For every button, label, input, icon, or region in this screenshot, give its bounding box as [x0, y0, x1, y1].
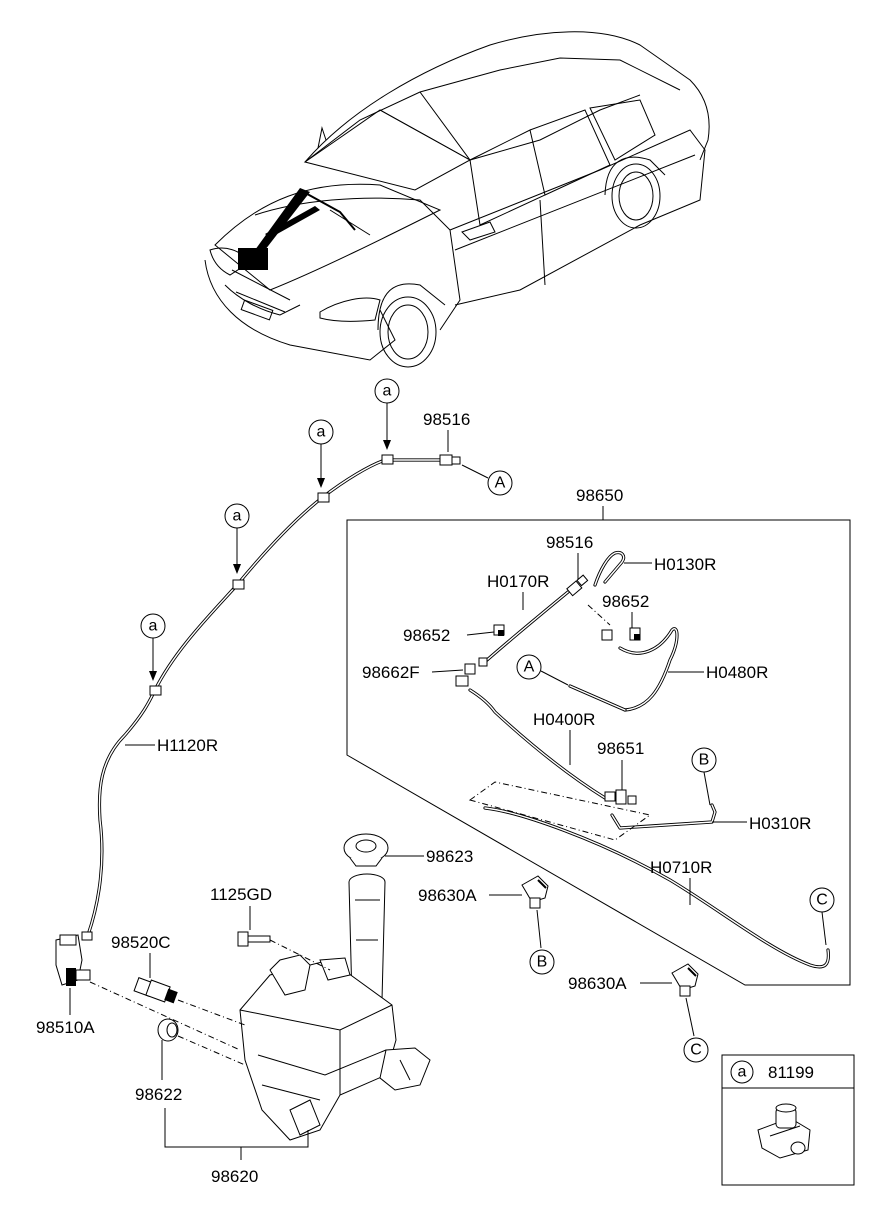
hose-clip — [232, 579, 245, 590]
label-98652-right: 98652 — [602, 592, 649, 611]
legend-box: a 81199 — [721, 1054, 855, 1186]
hose-h0170r — [485, 590, 570, 662]
label-1125gd: 1125GD — [210, 885, 272, 904]
washer-cap-98623 — [343, 833, 389, 867]
label-h0310r: H0310R — [749, 814, 811, 833]
hose-clip — [317, 492, 330, 503]
svg-text:C: C — [690, 1042, 702, 1059]
callout-a-4: a — [140, 613, 166, 681]
label-98510a: 98510A — [36, 1018, 95, 1037]
label-h0710r: H0710R — [650, 858, 712, 877]
grommet-98622 — [157, 1018, 179, 1042]
callout-A-box: A — [516, 654, 542, 680]
svg-text:a: a — [149, 618, 158, 635]
svg-text:A: A — [524, 659, 535, 676]
label-98620: 98620 — [211, 1167, 258, 1186]
label-98630a-b: 98630A — [418, 886, 477, 905]
clip-98652-right — [601, 627, 641, 641]
label-98623: 98623 — [426, 847, 473, 866]
hose-h0400r — [468, 688, 607, 800]
label-98622: 98622 — [135, 1085, 182, 1104]
nozzle-98630a-b — [521, 875, 549, 909]
callout-a-2: a — [308, 419, 334, 488]
callout-a-3: a — [224, 503, 250, 574]
svg-text:B: B — [537, 954, 548, 971]
svg-text:a: a — [317, 424, 326, 441]
clip-98652-left — [493, 624, 505, 636]
label-98650: 98650 — [576, 486, 623, 505]
hose-A-link — [568, 684, 627, 712]
label-h0130r: H0130R — [654, 555, 716, 574]
washer-reservoir-98620 — [239, 873, 431, 1141]
callout-C-nozzle: C — [683, 1037, 709, 1063]
label-98516-box: 98516 — [546, 533, 593, 552]
legend-part-number: 81199 — [768, 1063, 814, 1082]
label-98516-top: 98516 — [423, 410, 470, 429]
hose-h0310r — [610, 803, 717, 830]
bolt-1125gd — [237, 931, 271, 947]
hose-clip — [381, 454, 394, 465]
label-h0170r: H0170R — [487, 572, 549, 591]
hose-h0480r — [618, 627, 679, 712]
svg-text:a: a — [738, 1064, 747, 1081]
svg-text:a: a — [383, 383, 392, 400]
callout-B-nozzle: B — [529, 949, 555, 975]
hose-h0130r — [593, 550, 626, 587]
car-illustration — [204, 31, 710, 368]
label-98520c: 98520C — [111, 933, 171, 952]
callout-A-top: A — [487, 470, 513, 496]
label-98651: 98651 — [597, 739, 644, 758]
connector-98662f — [455, 657, 488, 687]
label-98630a-c: 98630A — [568, 974, 627, 993]
connector-98516-box — [566, 574, 589, 597]
level-sensor-98520c — [133, 977, 178, 1004]
svg-text:A: A — [495, 475, 506, 492]
callout-C-box: C — [809, 887, 835, 913]
label-h1120r: H1120R — [157, 736, 218, 755]
callout-a-1: a — [374, 378, 400, 450]
assembly-98650-box — [346, 519, 851, 986]
hose-h0710r — [483, 806, 831, 969]
clip-81199-icon — [757, 1103, 811, 1159]
label-h0400r: H0400R — [533, 710, 595, 729]
label-h0480r: H0480R — [706, 663, 768, 682]
hose-clip — [149, 685, 162, 696]
label-98652-left: 98652 — [403, 626, 450, 645]
washer-pump-98510a — [55, 931, 93, 986]
callout-B-box: B — [691, 747, 717, 773]
svg-text:B: B — [699, 752, 710, 769]
nozzle-98630a-c — [671, 963, 699, 997]
svg-text:C: C — [816, 892, 828, 909]
svg-text:a: a — [233, 508, 242, 525]
tee-98651 — [604, 789, 637, 805]
label-98662f: 98662F — [362, 663, 420, 682]
hose-h1120r — [86, 458, 442, 937]
connector-98516-top — [439, 454, 461, 466]
